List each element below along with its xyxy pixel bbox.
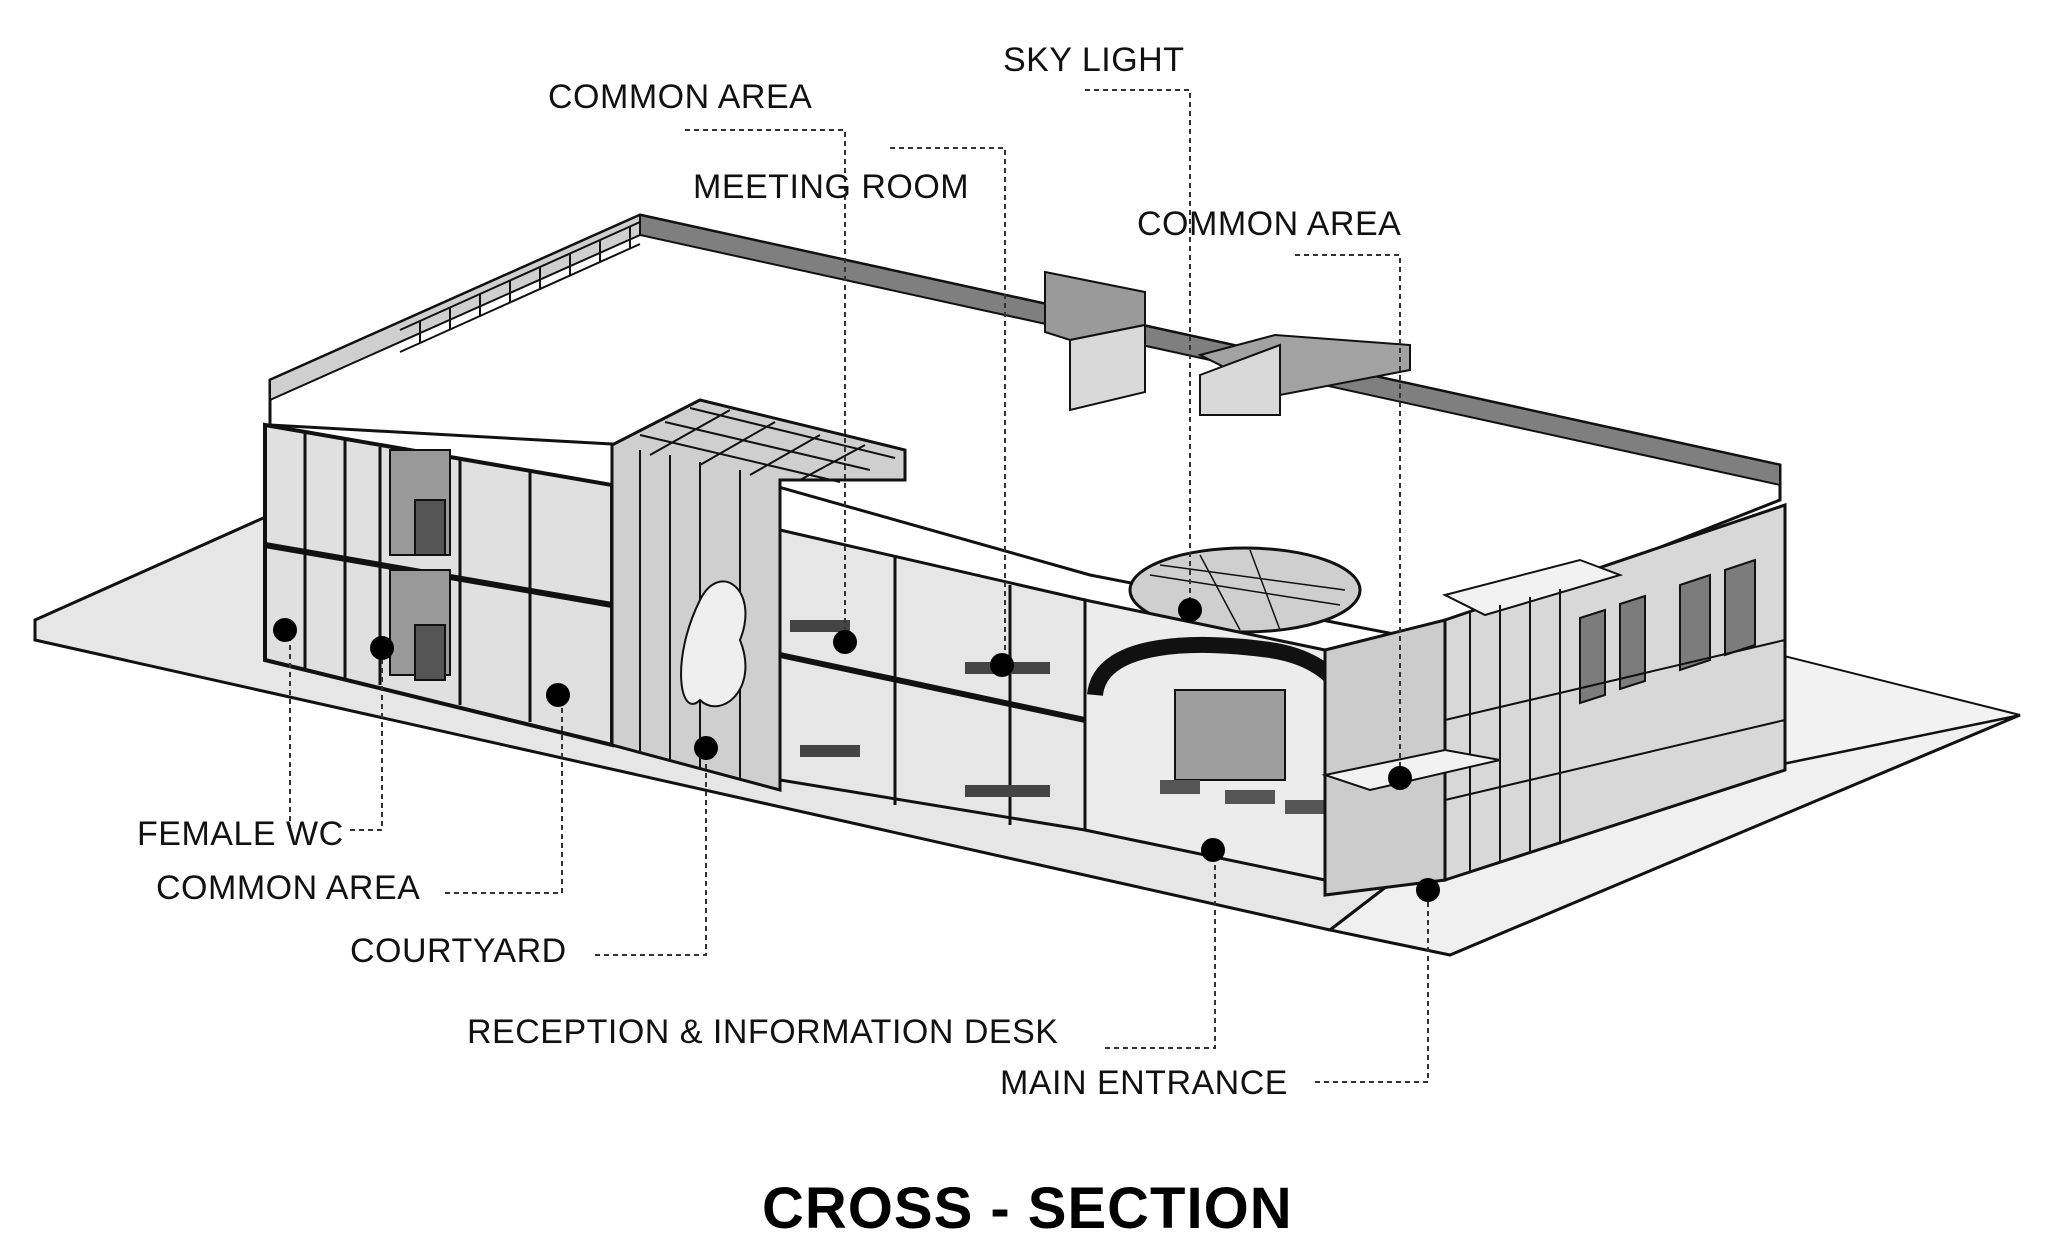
marker-courtyard	[694, 736, 718, 760]
marker-reception	[1201, 838, 1225, 862]
right-wing-front	[1323, 618, 1447, 897]
right-wing-mullions	[1444, 589, 1786, 872]
diagram-title: CROSS - SECTION	[762, 1176, 1293, 1241]
marker-common-area-left	[370, 636, 394, 660]
label-courtyard: COURTYARD	[350, 932, 567, 970]
label-common-area-top: COMMON AREA	[548, 78, 813, 116]
leader-lines	[289, 89, 1429, 1083]
roof-rail	[399, 221, 641, 353]
marker-common-area-top	[833, 630, 857, 654]
label-sky-light: SKY LIGHT	[1003, 41, 1185, 79]
courtyard-tree	[680, 580, 747, 708]
reception-furniture	[1160, 780, 1325, 814]
roof-pavilion-2-front	[1199, 343, 1281, 416]
right-wing-windows	[1579, 558, 1756, 705]
marker-common-area-middle	[546, 683, 570, 707]
marker-dots	[273, 598, 1440, 902]
label-meeting-room: MEETING ROOM	[693, 168, 970, 206]
skylight-grid	[1149, 549, 1346, 631]
wc-door-lower	[414, 624, 446, 681]
reception-shelving	[1174, 689, 1286, 781]
entrance-canopy	[1321, 748, 1501, 792]
marker-main-entrance	[1416, 878, 1440, 902]
marker-skylight	[1178, 598, 1202, 622]
marker-female-wc	[273, 618, 297, 642]
middle-floor-slab	[779, 652, 1086, 723]
label-reception: RECEPTION & INFORMATION DESK	[467, 1013, 1059, 1051]
label-common-area-left: COMMON AREA	[156, 869, 421, 907]
marker-meeting-room	[990, 653, 1014, 677]
roof-parapet-left	[269, 213, 641, 402]
label-main-entrance: MAIN ENTRANCE	[1000, 1064, 1288, 1102]
label-common-area-right: COMMON AREA	[1137, 205, 1402, 243]
wc-door-upper	[414, 499, 446, 556]
roof-pavilion-1-front	[1069, 323, 1146, 412]
right-wing-canopy	[1442, 558, 1624, 617]
label-female-wc: FEMALE WC	[137, 815, 344, 853]
marker-common-area-right	[1388, 766, 1412, 790]
